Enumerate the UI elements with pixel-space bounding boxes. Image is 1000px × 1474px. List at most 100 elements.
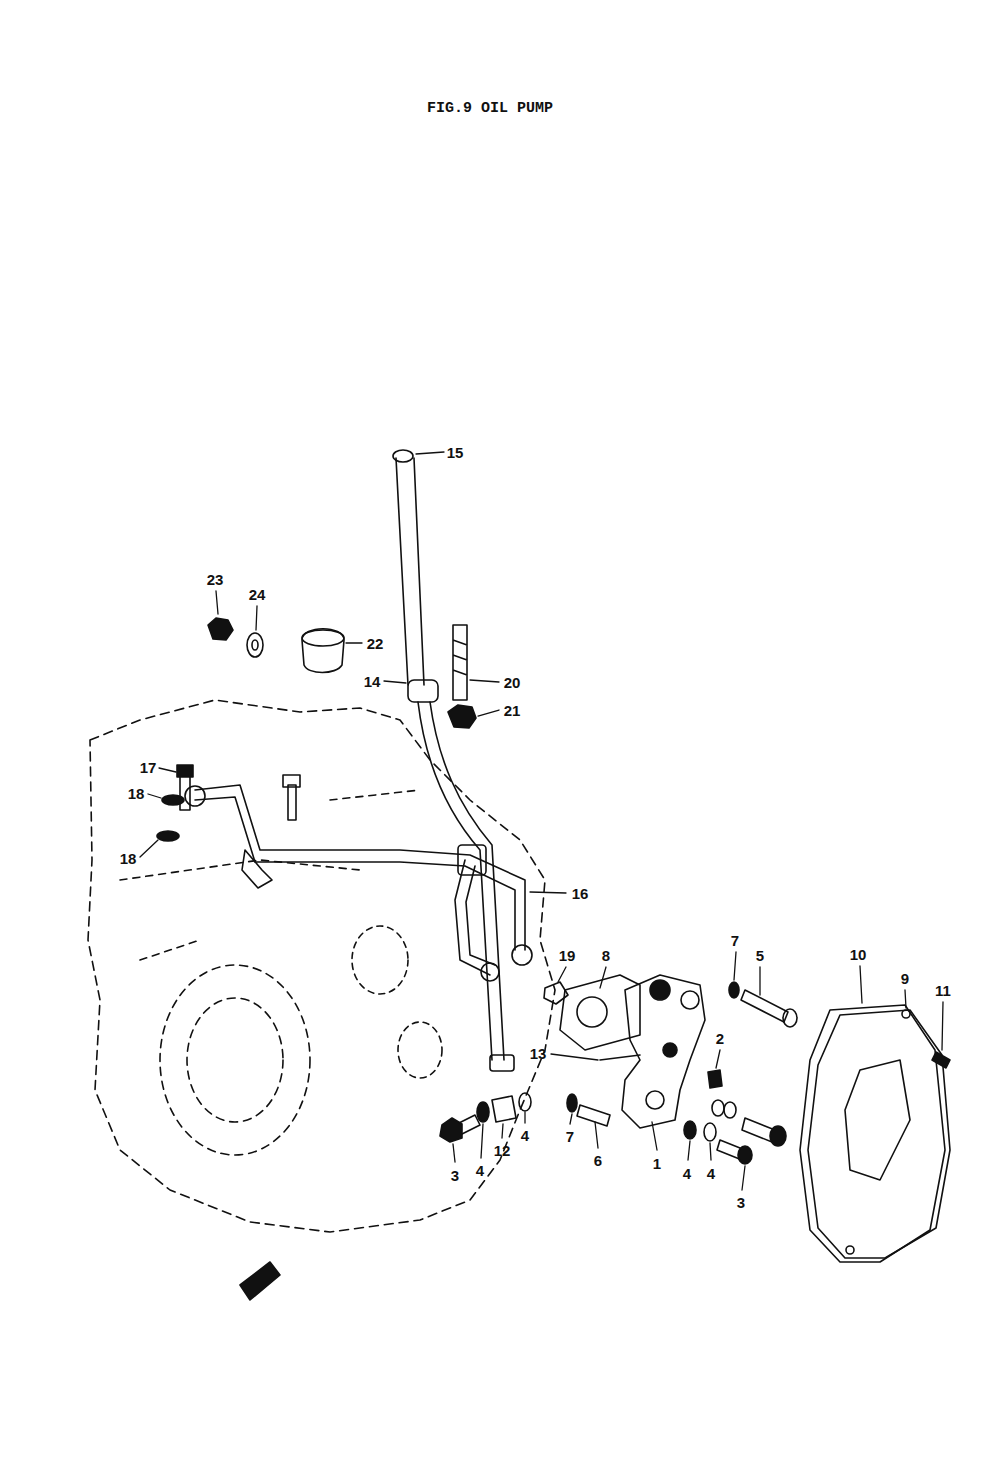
oil-pipe (396, 458, 424, 685)
washer (704, 1123, 716, 1141)
callout-number: 8 (602, 948, 610, 963)
callout-number: 16 (572, 886, 589, 901)
callout-number: 14 (364, 674, 381, 689)
bolt-head (177, 765, 193, 777)
oil-pipe (455, 860, 495, 975)
seal (544, 982, 568, 1004)
banjo-fitting (242, 850, 272, 888)
leader-line (905, 990, 906, 1008)
callout-number: 4 (683, 1166, 691, 1181)
cap (302, 629, 344, 673)
leader-line (595, 1122, 598, 1148)
callout-number: 2 (716, 1031, 724, 1046)
callout-number: 7 (731, 933, 739, 948)
callout-number: 5 (756, 948, 764, 963)
leader-line (551, 1054, 598, 1060)
washer (519, 1093, 531, 1111)
leader-line (159, 768, 176, 772)
leader-line (716, 1050, 720, 1068)
pipe-clamp (458, 845, 486, 875)
gasket-hole (577, 997, 607, 1027)
banjo-fitting (481, 963, 499, 981)
leader-line (530, 892, 566, 893)
leader-line (734, 952, 736, 980)
washer (393, 450, 413, 462)
callout-number: 17 (140, 760, 157, 775)
leader-line (558, 967, 566, 982)
callout-number: 1 (653, 1156, 661, 1171)
banjo-fitting (492, 1096, 516, 1122)
cover-hole (902, 1010, 910, 1018)
bolt-head (738, 1146, 752, 1164)
bolt-head (770, 1126, 786, 1146)
pump-port (681, 991, 699, 1009)
callout-number: 4 (476, 1163, 484, 1178)
pipe-fitting (490, 1055, 514, 1071)
callout-number: 10 (850, 947, 867, 962)
crankcase-boss (352, 926, 408, 994)
leader-line (942, 1002, 943, 1050)
callout-number: 18 (128, 786, 145, 801)
leader-line (216, 591, 218, 614)
leader-line (416, 452, 444, 454)
callout-number: 12 (494, 1143, 511, 1158)
leader-line (759, 967, 760, 995)
bolt (741, 990, 788, 1022)
washer (477, 1102, 489, 1122)
washer (162, 795, 184, 805)
crankcase-outline (88, 700, 555, 1232)
figure-title: FIG.9 OIL PUMP (427, 100, 553, 117)
callout-number: 23 (207, 572, 224, 587)
leader-line (481, 1124, 483, 1158)
oil-pipe (195, 785, 525, 950)
bolt (577, 1105, 610, 1126)
callout-number: 21 (504, 703, 521, 718)
leader-line (256, 606, 257, 630)
crankcase-boss (398, 1022, 442, 1078)
direction-arrow (240, 1262, 280, 1300)
washer (247, 633, 263, 657)
bolt (708, 1070, 722, 1088)
cover-hole (846, 1246, 854, 1254)
callout-number: 11 (935, 983, 951, 998)
crankcase-bore (187, 998, 283, 1122)
oil-pipe (418, 702, 504, 1060)
callout-number: 20 (504, 675, 521, 690)
leader-line (502, 1124, 503, 1138)
bolt-head (440, 1118, 462, 1142)
washer (724, 1102, 736, 1118)
cap-top (302, 630, 344, 646)
bolt (283, 775, 300, 820)
pump-port (650, 980, 670, 1000)
nut (448, 705, 476, 728)
washer (157, 831, 179, 841)
callout-number: 7 (566, 1129, 574, 1144)
leader-line (148, 794, 161, 798)
washer (712, 1100, 724, 1116)
pump-port (646, 1091, 664, 1109)
callout-number: 3 (737, 1195, 745, 1210)
nut (208, 618, 233, 640)
leader-line (570, 1114, 572, 1124)
callout-number: 3 (451, 1168, 459, 1183)
leader-lines (140, 452, 943, 1190)
banjo-fitting (185, 786, 205, 806)
screw (932, 1052, 950, 1068)
bolt-head (783, 1009, 797, 1027)
leader-line (652, 1122, 657, 1150)
pump-port (663, 1043, 677, 1057)
callout-number: 4 (521, 1128, 529, 1143)
cover-window (845, 1060, 910, 1180)
grommet (408, 680, 438, 702)
callout-number: 19 (559, 948, 576, 963)
stud (453, 625, 467, 700)
crankcase-rib (120, 790, 420, 960)
leader-line (384, 681, 406, 683)
callout-number: 6 (594, 1153, 602, 1168)
cover-gasket (800, 1005, 945, 1262)
leader-line (524, 1112, 525, 1123)
leader-line (346, 642, 362, 643)
leader-line (742, 1166, 745, 1190)
